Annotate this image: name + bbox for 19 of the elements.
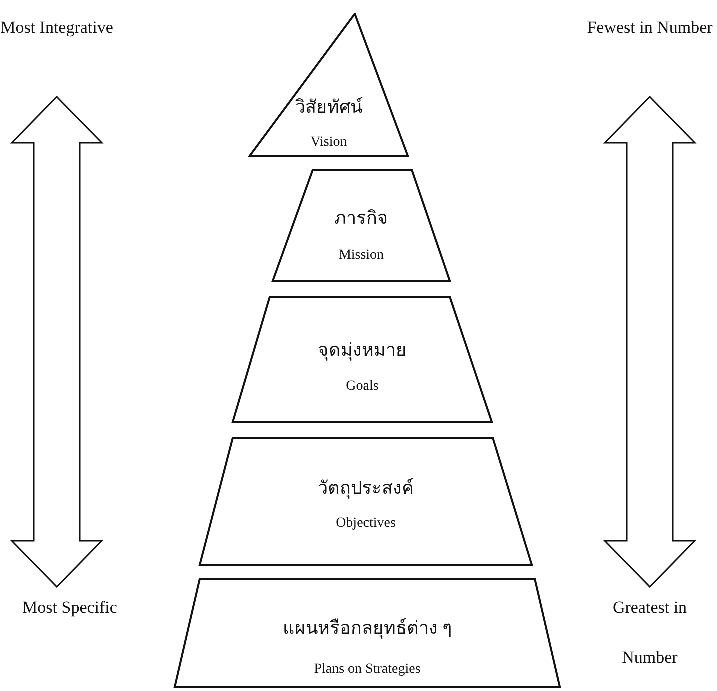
thai-label: วัตถุประสงค์: [318, 477, 414, 500]
pyramid-trapezoid: [198, 437, 534, 566]
side-label: Most Specific: [22, 597, 118, 619]
english-label: Goals: [346, 378, 379, 396]
side-label: Greatest in Number: [612, 597, 688, 669]
thai-label: จุดมุ่งหมาย: [318, 339, 407, 362]
pyramid-triangle: [248, 13, 410, 157]
side-label: Most Integrative: [0, 17, 114, 39]
english-label: Mission: [338, 247, 384, 265]
english-label: Plans on Strategies: [314, 661, 421, 679]
thai-label: วิสัยทัศน์: [296, 96, 362, 119]
pyramid-trapezoid: [173, 578, 562, 688]
thai-label: แผนหรือกลยุทธ์ต่าง ๆ: [282, 617, 452, 640]
side-label: Fewest in Number: [586, 17, 714, 39]
english-label: Vision: [310, 134, 348, 152]
pyramid-trapezoid: [271, 169, 452, 282]
thai-label: ภารกิจ: [334, 207, 388, 230]
english-label: Objectives: [336, 515, 396, 533]
pyramid-trapezoid: [231, 296, 494, 423]
